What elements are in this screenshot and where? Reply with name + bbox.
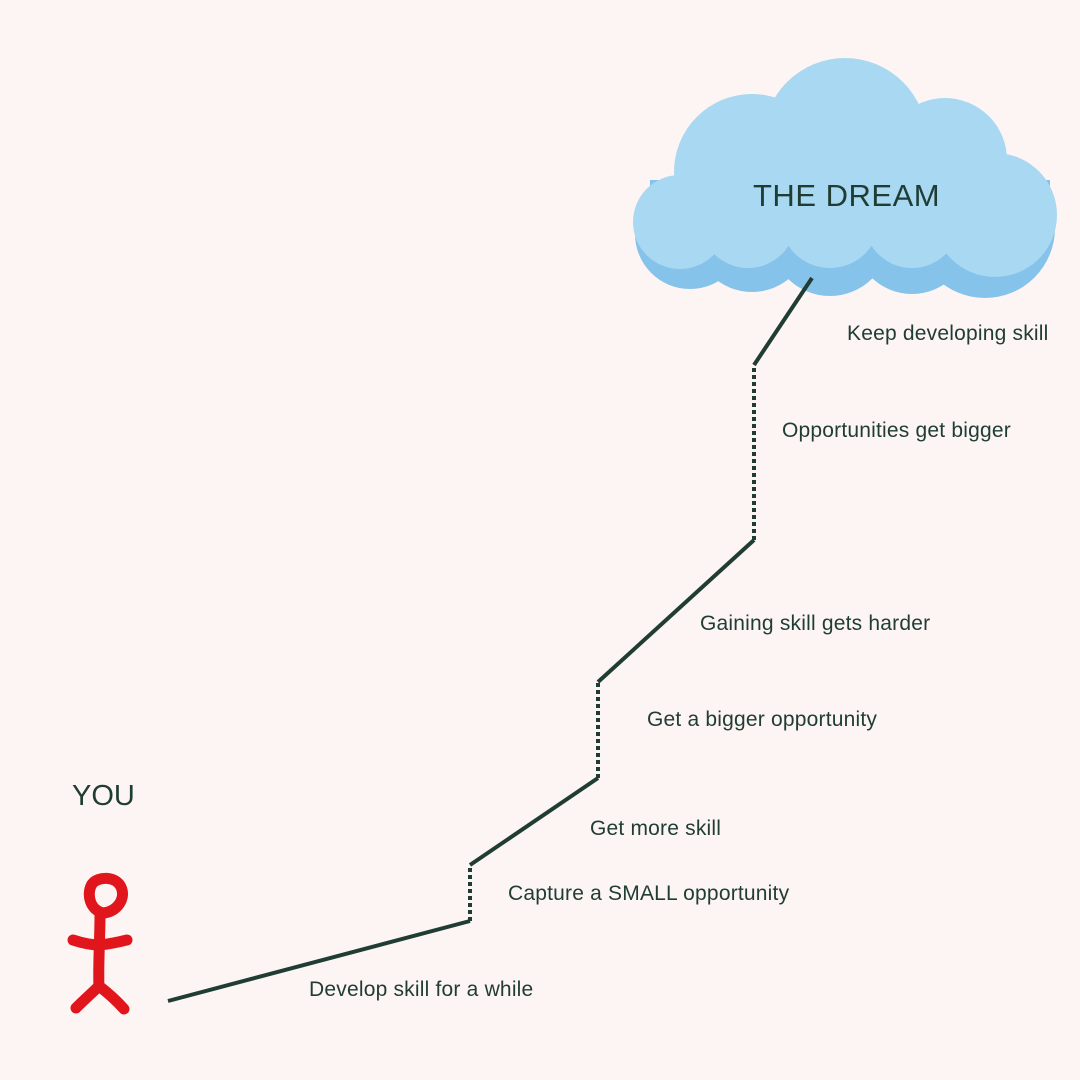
label-opportunities-bigger: Opportunities get bigger — [782, 419, 1011, 442]
path-segment-develop — [167, 919, 471, 1003]
dream-cloud — [633, 58, 1057, 298]
dream-title: THE DREAM — [753, 178, 941, 213]
label-keep-developing: Keep developing skill — [847, 322, 1049, 345]
path-segment-more-skill — [468, 776, 600, 867]
stick-figure-you — [67, 872, 133, 1015]
label-more-skill: Get more skill — [590, 817, 722, 840]
label-gaining-harder: Gaining skill gets harder — [700, 612, 931, 635]
path-segment-keep-developing — [752, 276, 814, 367]
label-capture-small: Capture a SMALL opportunity — [508, 882, 790, 905]
you-label: YOU — [72, 780, 135, 812]
path-segment-harder — [596, 538, 756, 684]
label-bigger-opportunity: Get a bigger opportunity — [647, 708, 878, 731]
label-develop-skill: Develop skill for a while — [309, 978, 534, 1001]
